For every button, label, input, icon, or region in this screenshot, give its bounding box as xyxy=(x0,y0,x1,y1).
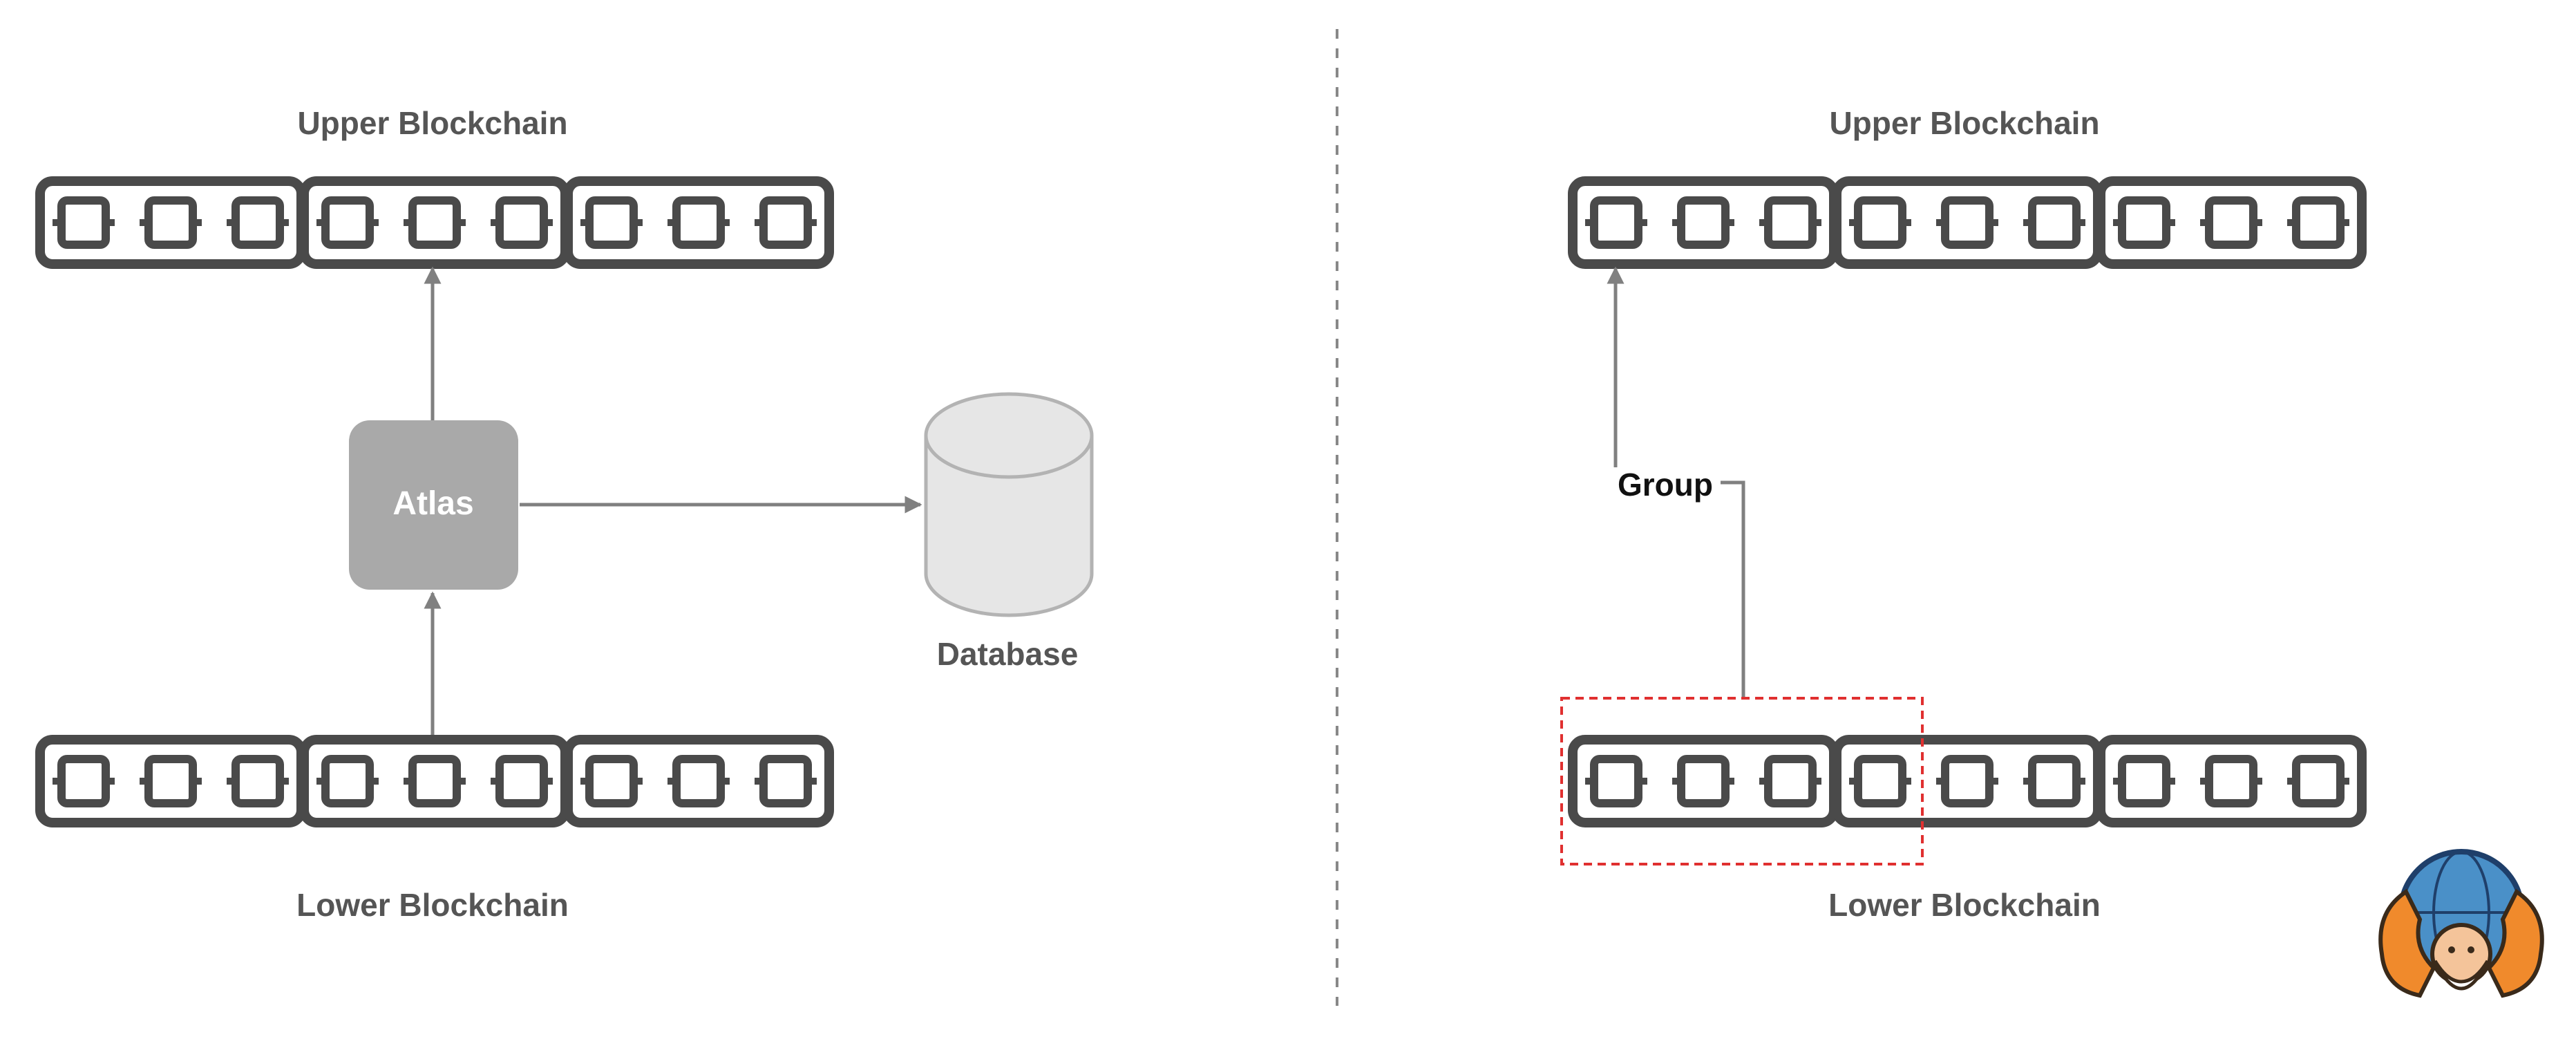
chain-block xyxy=(585,755,638,807)
chain-block xyxy=(1941,755,1993,807)
chain-segment xyxy=(2096,176,2367,269)
atlas-box xyxy=(349,420,518,590)
chain-block xyxy=(1590,755,1642,807)
chain-block xyxy=(321,196,374,249)
left-upper-blockchain-label: Upper Blockchain xyxy=(297,105,567,141)
chain-block xyxy=(759,755,812,807)
chain-block xyxy=(759,196,812,249)
right-lower-blockchain xyxy=(1568,735,2367,827)
chain-block xyxy=(144,755,197,807)
chain-block xyxy=(321,755,374,807)
chain-block xyxy=(585,196,638,249)
chain-block xyxy=(672,196,725,249)
chain-block xyxy=(408,196,461,249)
chain-block xyxy=(672,755,725,807)
chain-block xyxy=(1764,755,1817,807)
left-lower-blockchain-label: Lower Blockchain xyxy=(296,887,569,923)
chain-block xyxy=(408,755,461,807)
group-connector-line xyxy=(1721,480,1745,698)
chain-block xyxy=(2292,755,2345,807)
chain-block xyxy=(144,196,197,249)
chain-block xyxy=(2028,755,2081,807)
chain-block xyxy=(2292,196,2345,249)
chain-block xyxy=(2205,755,2257,807)
chain-segment xyxy=(2096,735,2367,827)
chain-block xyxy=(2205,196,2257,249)
database-top xyxy=(924,392,1094,479)
chain-block xyxy=(231,196,284,249)
chain-block xyxy=(2028,196,2081,249)
atlas-node: Atlas xyxy=(349,420,518,590)
chain-block xyxy=(1677,196,1730,249)
right-upper-blockchain xyxy=(1568,176,2367,269)
chain-block xyxy=(2118,196,2170,249)
group-selection-box xyxy=(1560,697,1924,865)
left-upper-blockchain xyxy=(35,176,834,269)
chain-block xyxy=(231,755,284,807)
atlas-label: Atlas xyxy=(392,485,473,522)
chain-block xyxy=(1941,196,1993,249)
chain-block xyxy=(1677,755,1730,807)
database-node: Database xyxy=(924,392,1094,672)
chain-segment xyxy=(563,735,834,827)
chain-block xyxy=(495,755,548,807)
left-lower-blockchain xyxy=(35,735,834,827)
chain-block xyxy=(495,196,548,249)
chain-block xyxy=(1764,196,1817,249)
chain-block xyxy=(1854,196,1906,249)
atlas-mascot-icon xyxy=(2378,849,2544,998)
chain-block xyxy=(1854,755,1906,807)
chain-segment xyxy=(563,176,834,269)
chain-block xyxy=(2118,755,2170,807)
database-label: Database xyxy=(937,636,1079,672)
right-lower-blockchain-label: Lower Blockchain xyxy=(1828,887,2101,923)
chain-block xyxy=(1590,196,1642,249)
chain-block xyxy=(57,196,110,249)
database-cylinder-icon xyxy=(924,436,1094,617)
group-label: Group xyxy=(1618,467,1713,503)
chain-block xyxy=(57,755,110,807)
right-upper-blockchain-label: Upper Blockchain xyxy=(1829,105,2099,141)
